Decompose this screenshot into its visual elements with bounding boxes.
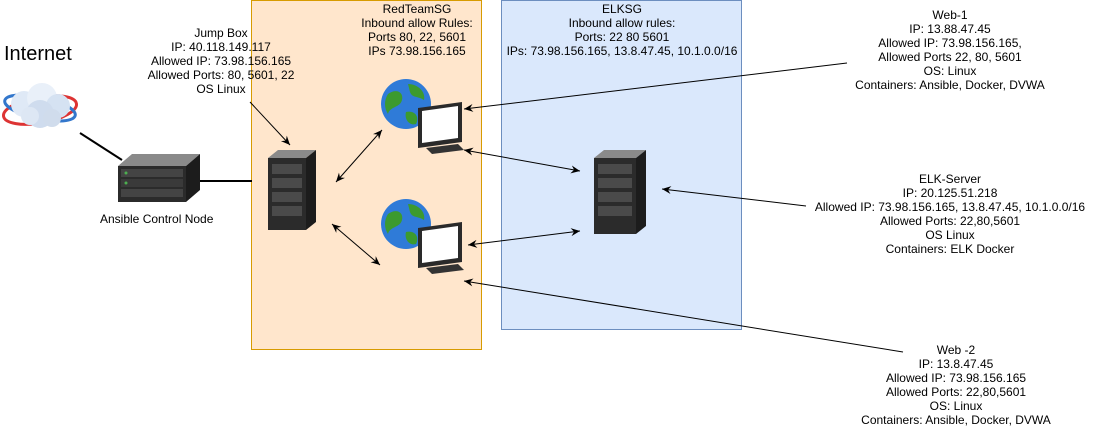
redteam-sg-line: Ports 80, 22, 5601 (367, 30, 467, 44)
web2-label-line: Containers: Ansible, Docker, DVWA (861, 413, 1051, 427)
web2-label-line: Allowed Ports: 22,80,5601 (885, 385, 1027, 399)
web1-label-line: Web-1 (932, 8, 968, 22)
jumpbox-label-line: Allowed IP: 73.98.156.165 (150, 54, 292, 68)
web1-label-line: Allowed Ports 22, 80, 5601 (878, 50, 1022, 64)
internet-cloud-icon (1, 83, 79, 128)
elk-server-label-line: OS Linux (925, 228, 975, 242)
web1-label-arrow (463, 62, 848, 112)
web1-label-line: IP: 13.88.47.45 (909, 22, 991, 36)
elk-sg-line: Inbound allow rules: (568, 16, 676, 30)
jumpbox-label-line: Allowed Ports: 80, 5601, 22 (147, 68, 295, 82)
elk-label-arrow (661, 186, 807, 207)
web2-label-line: OS: Linux (929, 399, 983, 413)
redteam-sg-line: IPs 73.98.156.165 (368, 44, 466, 58)
redteam-sg-label: RedTeamSG Inbound allow Rules: Ports 80,… (346, 2, 488, 58)
elk-server-icon[interactable] (590, 148, 650, 236)
web2-label: Web -2 IP: 13.8.47.45 Allowed IP: 73.98.… (856, 343, 1056, 427)
elk-server-label-line: Allowed IP: 73.98.156.165, 13.8.47.45, 1… (814, 200, 1086, 214)
jumpbox-web2-arrow (331, 223, 381, 266)
elk-sg-label: ELKSG Inbound allow rules: Ports: 22 80 … (500, 2, 744, 58)
web2-elk-arrow (467, 228, 581, 248)
jumpbox-server-icon[interactable] (264, 148, 318, 232)
web1-label-line: Allowed IP: 73.98.156.165, (878, 36, 1022, 50)
web1-label: Web-1 IP: 13.88.47.45 Allowed IP: 73.98.… (850, 8, 1050, 92)
elk-server-label: ELK-Server IP: 20.125.51.218 Allowed IP:… (812, 172, 1088, 256)
web2-label-line: Web -2 (936, 343, 976, 357)
elk-server-label-line: Containers: ELK Docker (885, 242, 1015, 256)
internet-to-ansible-line (79, 132, 123, 161)
jumpbox-label-line: OS Linux (196, 82, 246, 96)
web1-elk-arrow (463, 147, 581, 174)
internet-label: Internet (4, 43, 72, 65)
web2-label-line: Allowed IP: 73.98.156.165 (885, 371, 1027, 385)
elk-sg-line: Ports: 22 80 5601 (574, 30, 670, 44)
ansible-label: Ansible Control Node (100, 212, 214, 226)
jumpbox-label-arrow (249, 101, 291, 146)
web1-label-line: Containers: Ansible, Docker, DVWA (855, 78, 1045, 92)
jumpbox-label-line: IP: 40.118.149.117 (171, 40, 271, 54)
jumpbox-web1-arrow (335, 129, 383, 183)
web2-label-line: IP: 13.8.47.45 (918, 357, 994, 371)
jumpbox-label-line: Jump Box (194, 26, 248, 40)
elk-server-label-line: IP: 20.125.51.218 (902, 186, 998, 200)
elk-sg-line: IPs: 73.98.156.165, 13.8.47.45, 10.1.0.0… (506, 44, 738, 58)
ansible-server-icon[interactable] (118, 152, 202, 204)
web2-label-arrow (463, 278, 904, 353)
web1-globe-monitor-icon[interactable] (378, 78, 468, 154)
jumpbox-label: Jump Box IP: 40.118.149.117 Allowed IP: … (146, 26, 296, 96)
redteam-sg-line: RedTeamSG (382, 2, 452, 16)
elk-sg-line: ELKSG (601, 2, 643, 16)
web1-label-line: OS: Linux (923, 64, 977, 78)
redteam-sg-line: Inbound allow Rules: (361, 16, 473, 30)
elk-server-label-line: ELK-Server (918, 172, 982, 186)
web2-globe-monitor-icon[interactable] (378, 198, 468, 274)
elk-server-label-line: Allowed Ports: 22,80,5601 (879, 214, 1021, 228)
